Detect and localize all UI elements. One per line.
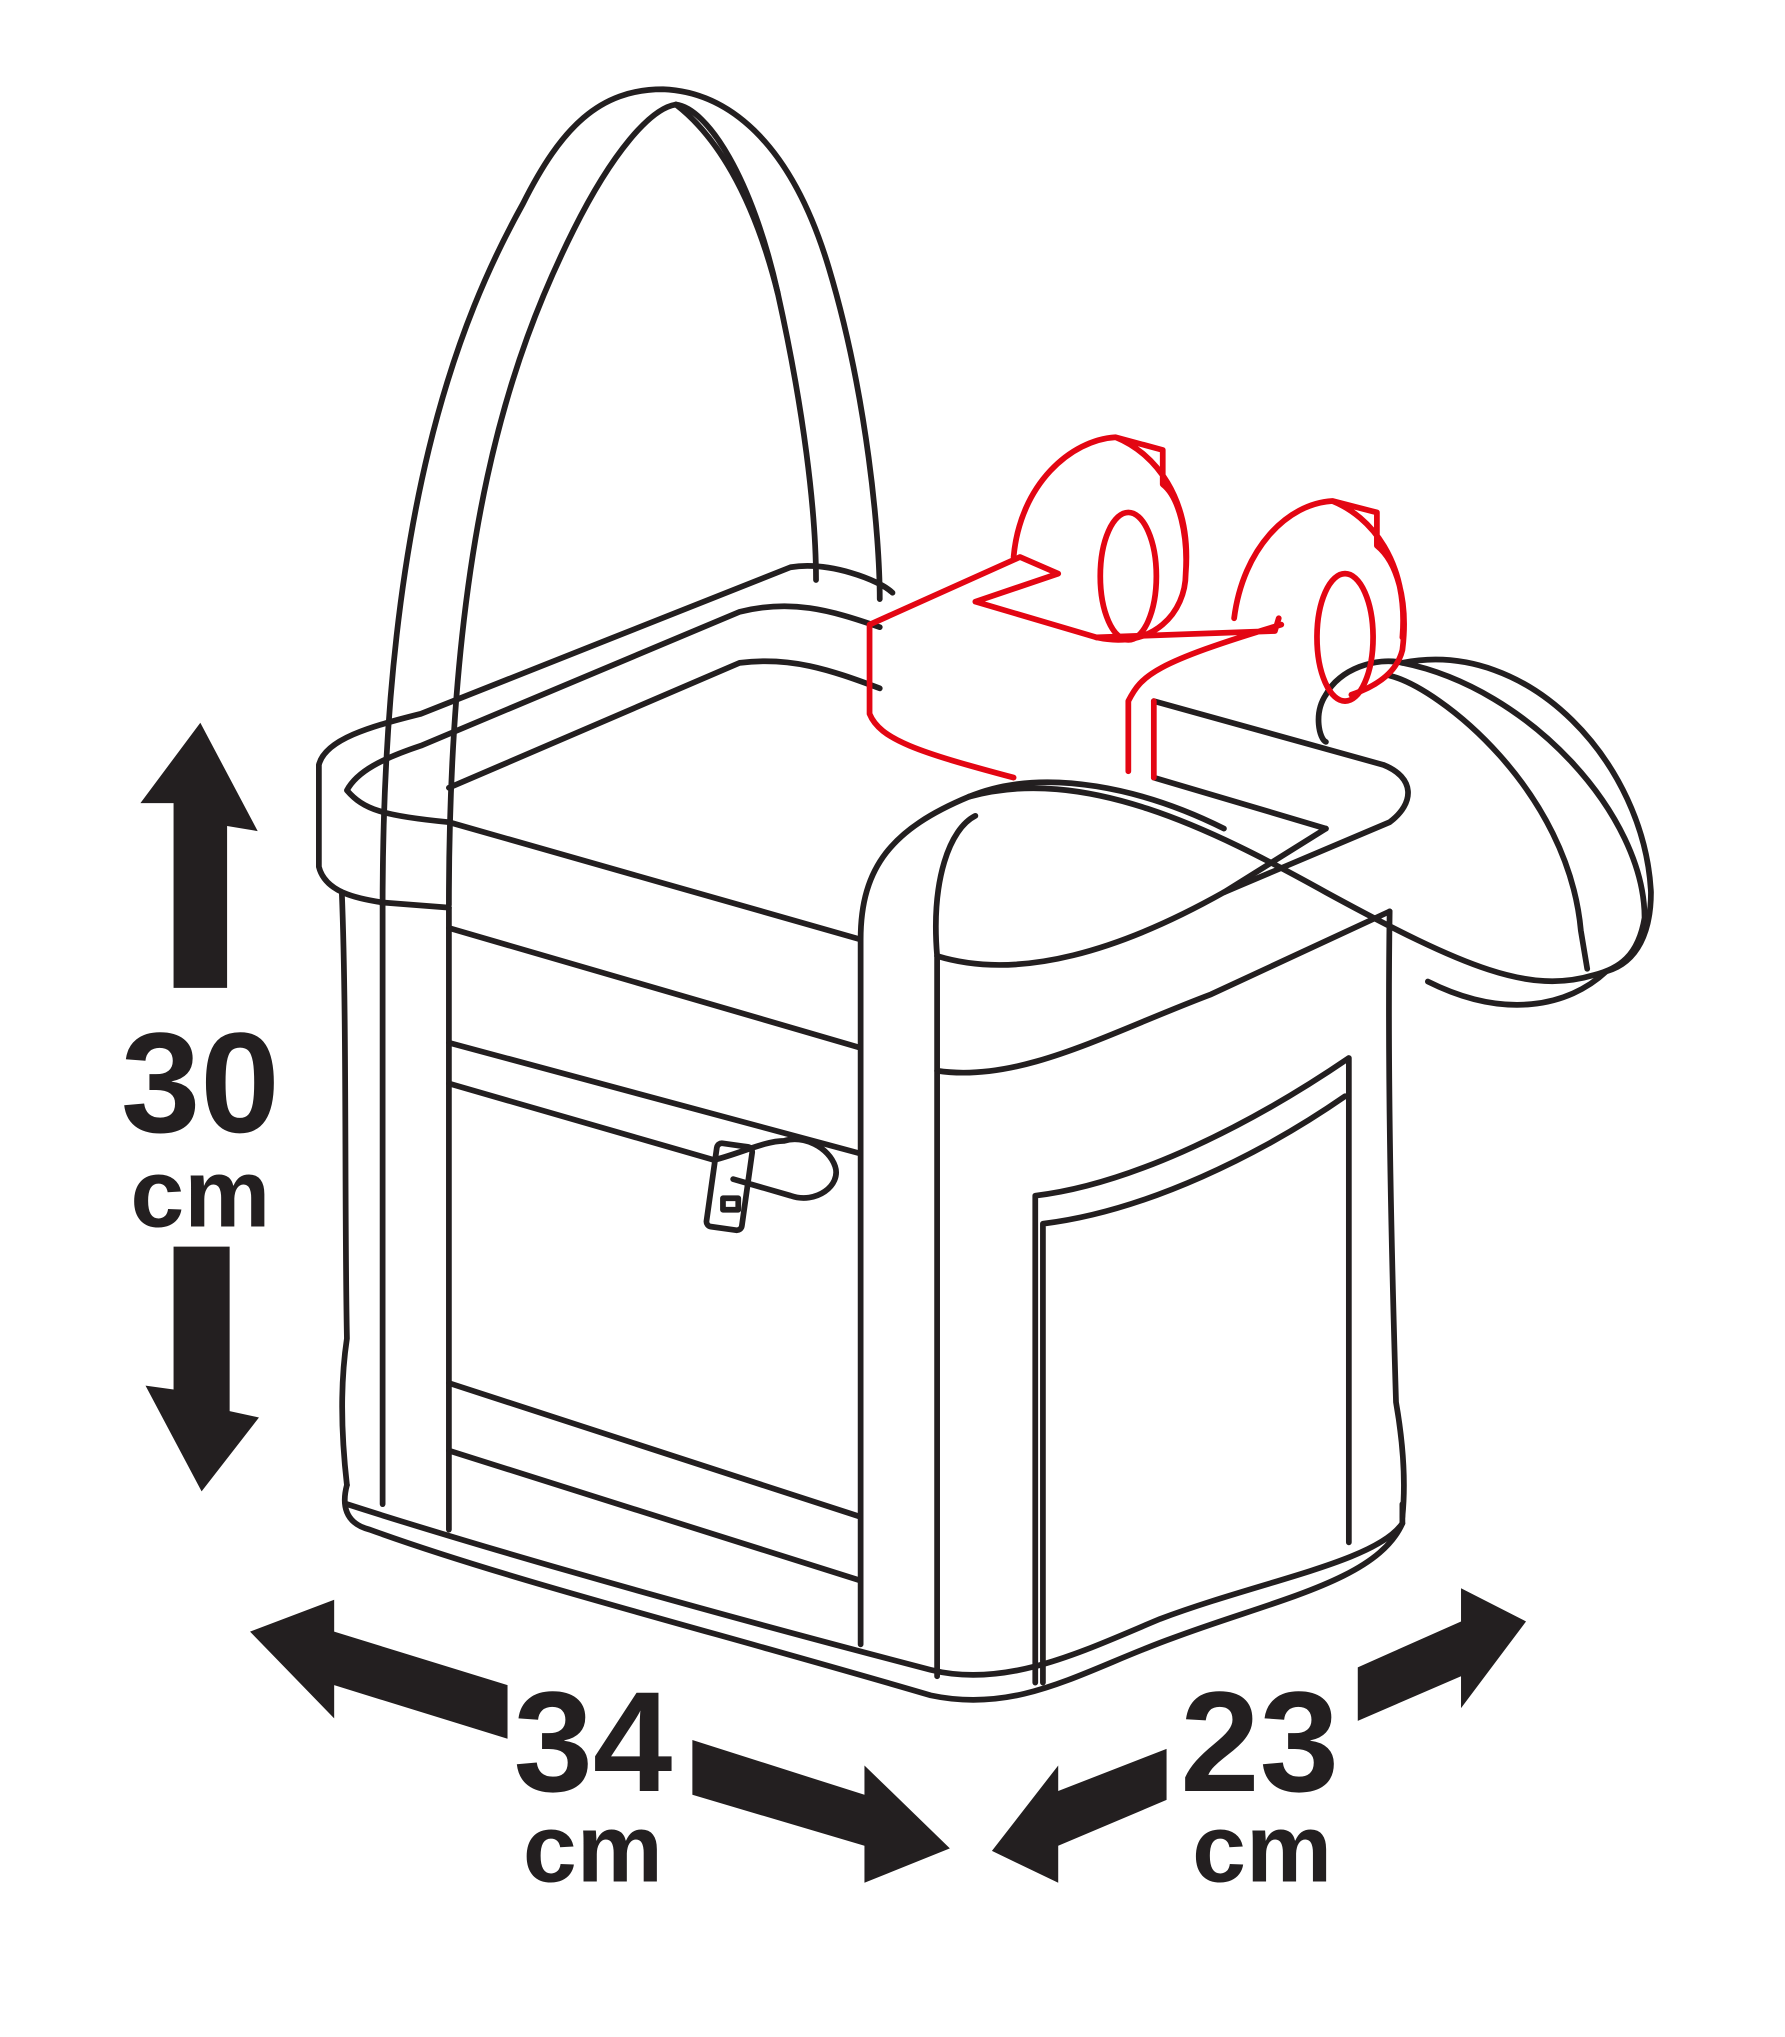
width-dimension: 34 cm	[250, 1599, 950, 1902]
handlebar-mount	[866, 434, 1407, 781]
arrow-up-icon	[140, 722, 258, 988]
arrow-left-down-icon	[991, 1748, 1167, 1883]
bag-bottom	[341, 1482, 1406, 1703]
height-value: 30	[121, 1004, 280, 1163]
arrow-right-icon	[692, 1739, 950, 1883]
height-dimension: 30 cm	[121, 722, 280, 1492]
handle-outer	[379, 86, 883, 908]
bag-rim	[316, 563, 896, 911]
depth-dimension: 23 cm	[991, 1588, 1527, 1902]
depth-unit: cm	[1192, 1793, 1332, 1902]
width-value: 34	[514, 1663, 673, 1822]
arrow-down-icon	[145, 1246, 259, 1492]
arrow-right-up-icon	[1357, 1588, 1527, 1721]
side-pocket	[1032, 1055, 1352, 1686]
height-unit: cm	[130, 1138, 270, 1247]
width-unit: cm	[523, 1793, 663, 1902]
zipper-pull-icon	[703, 1136, 839, 1234]
bag-illustration	[316, 86, 1654, 1703]
arrow-left-icon	[250, 1599, 508, 1739]
depth-value: 23	[1180, 1663, 1339, 1822]
